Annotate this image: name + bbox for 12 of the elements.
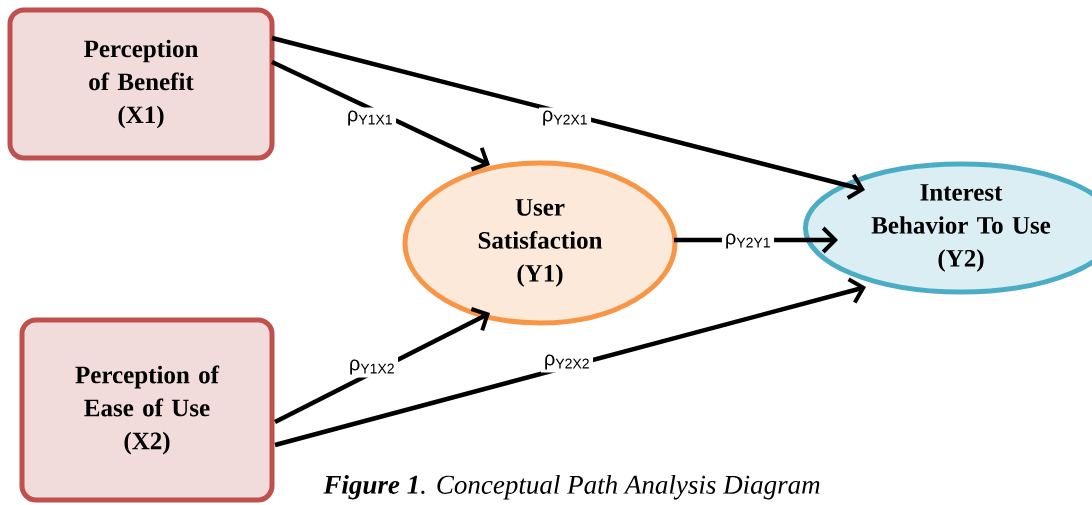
edge-label: ρ$_{Y1X2}$: [345, 356, 399, 378]
edge-label: ρ$_{Y2Y1}$: [721, 230, 775, 252]
arrow: [271, 35, 865, 200]
variable-box: Perception of Ease of Use (X2): [19, 317, 275, 503]
caption: Figure 1. Conceptual Path Analysis Diagram: [323, 474, 820, 500]
arrow: [271, 59, 490, 172]
edge-label: ρ$_{Y1X1}$: [343, 107, 397, 129]
edge-label: ρ$_{Y2X1}$: [538, 107, 592, 129]
edge-label: ρ$_{Y2X2}$: [540, 351, 594, 373]
arrow: [274, 277, 866, 448]
arrow: [274, 307, 490, 424]
variable-box: Perception of Benefit (X1): [7, 7, 275, 161]
